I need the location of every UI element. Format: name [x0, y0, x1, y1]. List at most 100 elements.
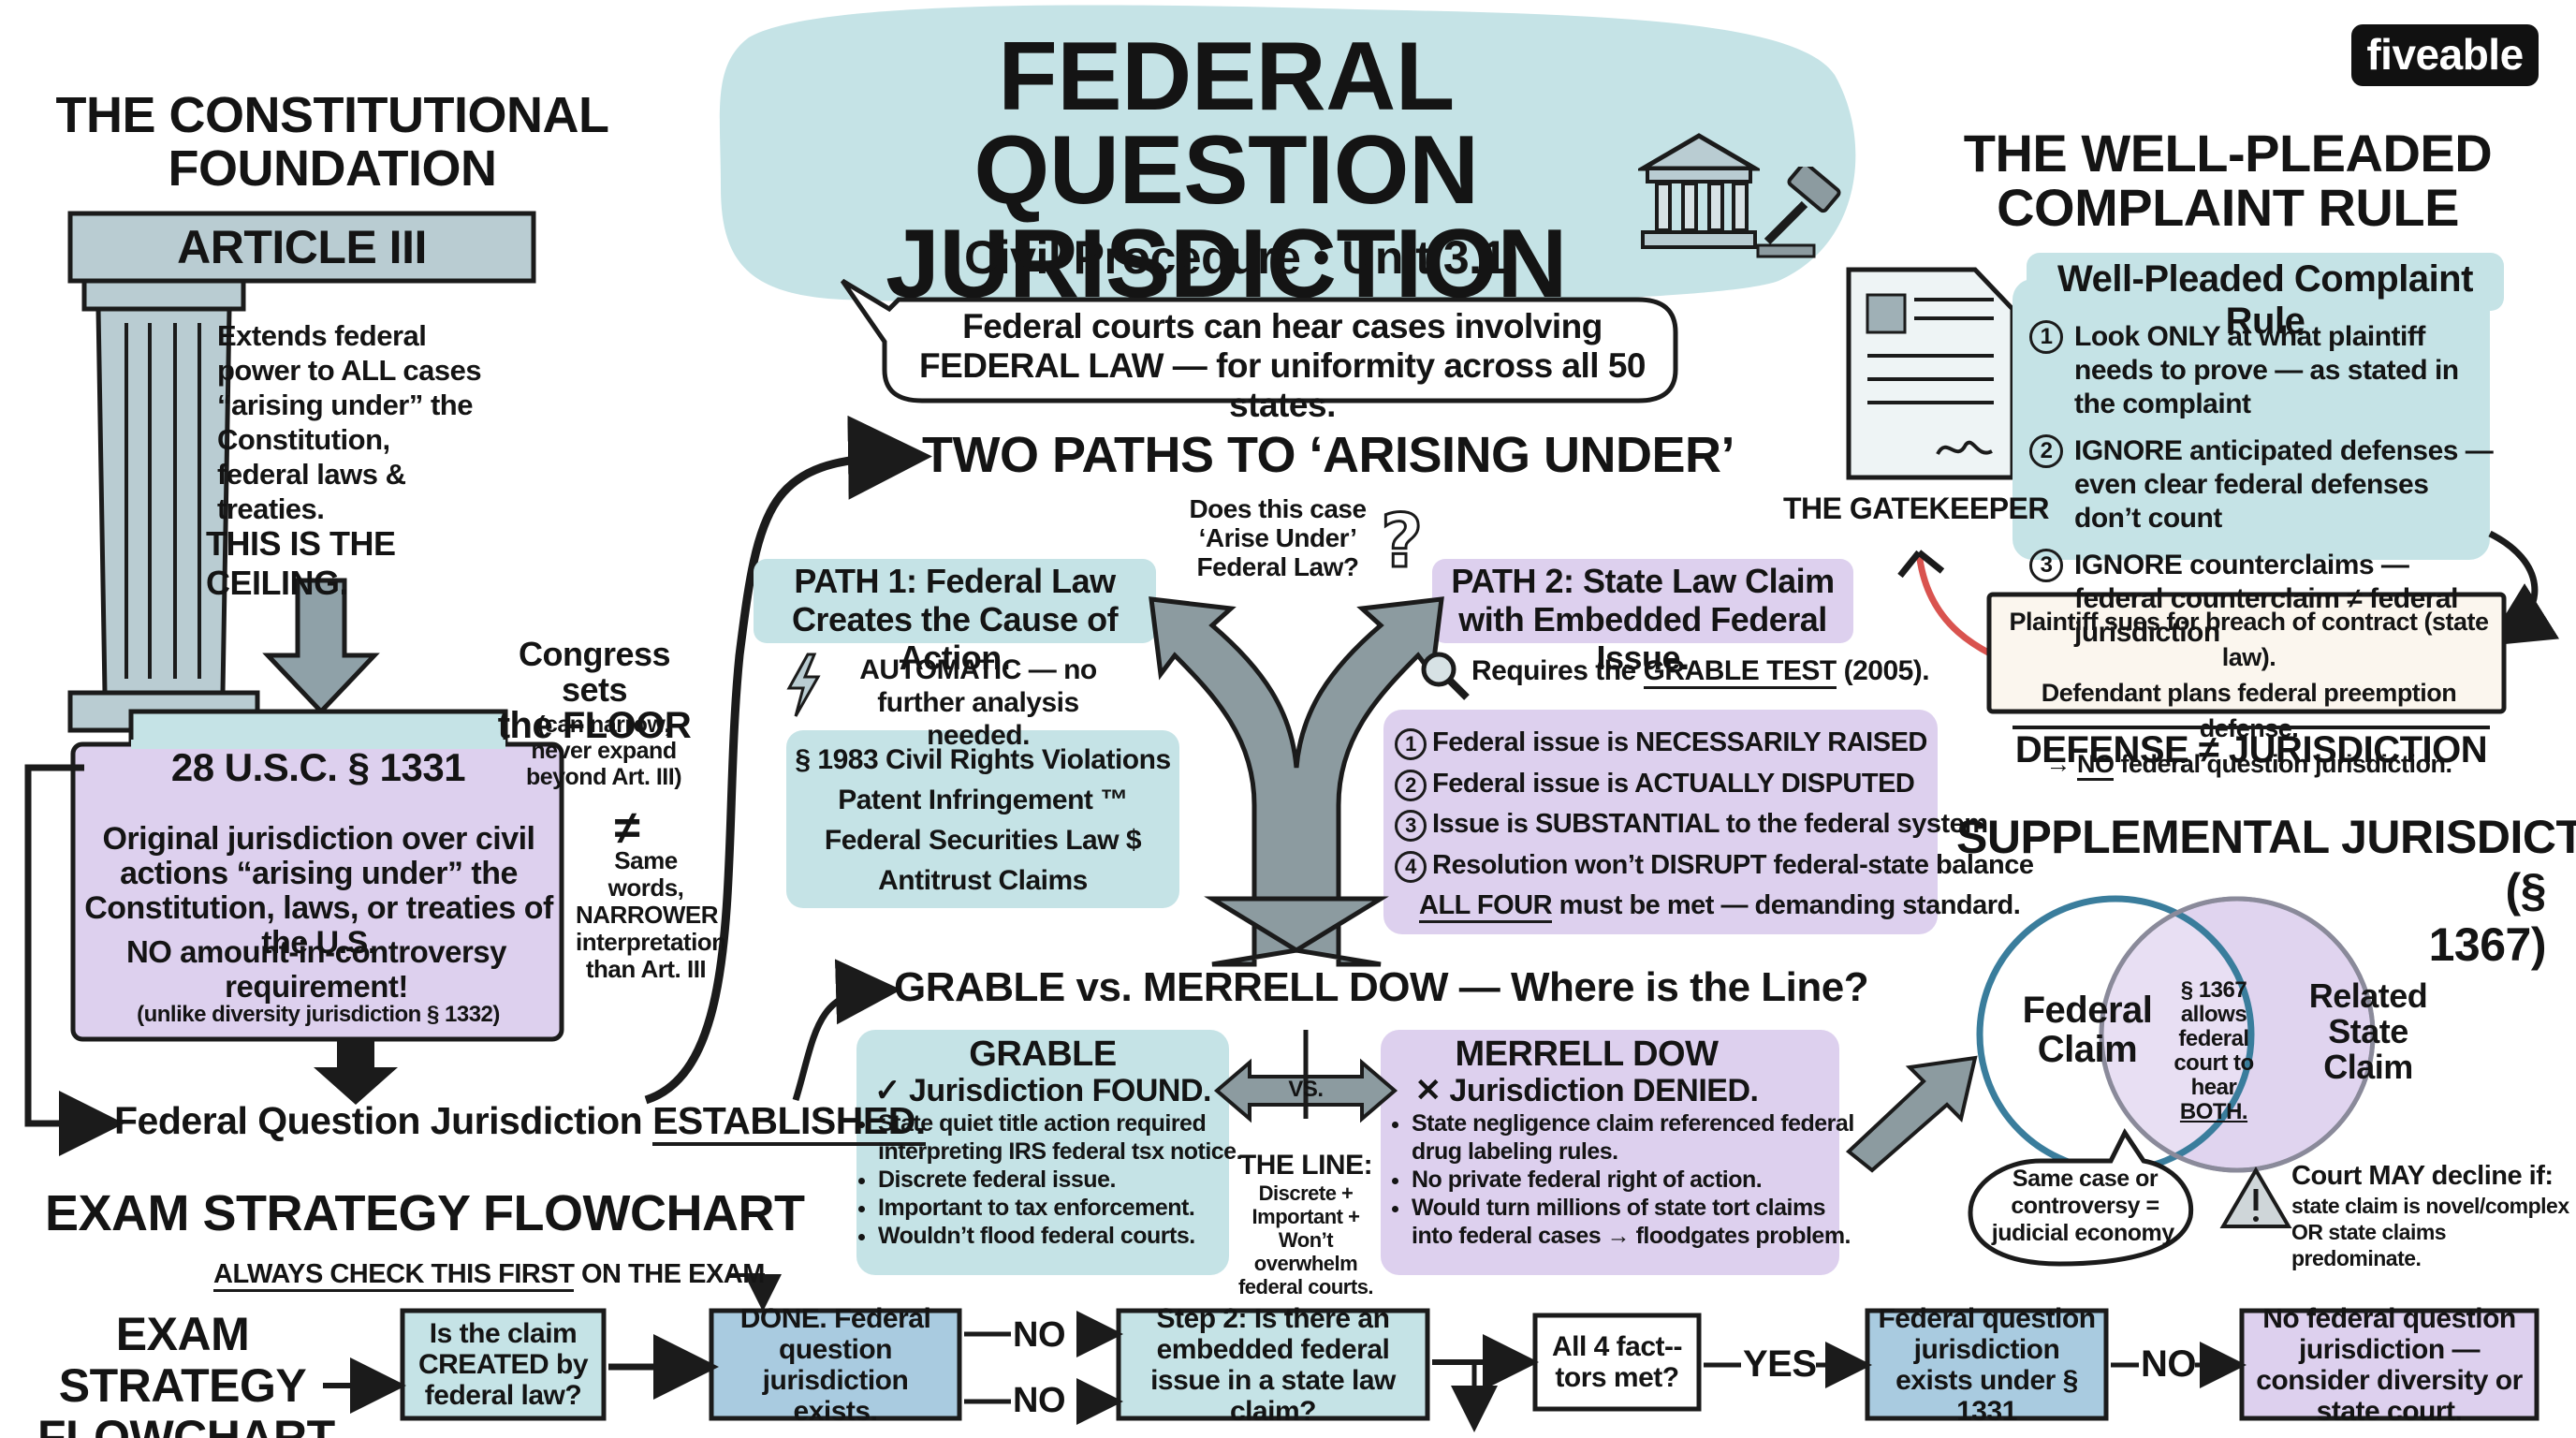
ceiling-arrow: [262, 578, 380, 715]
ceiling-text: THIS IS THE CEILING.: [206, 524, 396, 602]
example-line-1: Plaintiff sues for breach of contract (s…: [2009, 608, 2489, 671]
page-subtitle: Civil Procedure • Unit 3.1: [964, 231, 1507, 284]
title-cloud: [719, 5, 1856, 305]
established-word: ESTABLISHED.: [652, 1099, 926, 1146]
title-line-2: JURISDICTION: [886, 210, 1567, 318]
federal-claim-label: Federal Claim: [2022, 990, 2153, 1070]
the-line-title: THE LINE:: [1238, 1150, 1373, 1181]
factor-2-num: 2: [1395, 769, 1427, 801]
factor-1-text: Federal issue is NECESSARILY RAISED: [1432, 727, 1927, 757]
path-1-automatic: AUTOMATIC — no further analysis needed.: [859, 654, 1097, 751]
merrell-point: State negligence claim referenced federa…: [1412, 1109, 1866, 1166]
decline-title: Court MAY decline if:: [2291, 1161, 2554, 1191]
flow-node-done[interactable]: DONE. Federal question jurisdiction exis…: [739, 1302, 931, 1427]
rule-1-num: 1: [2029, 320, 2063, 354]
well-pleaded-heading-line-2: COMPLAINT RULE: [1997, 178, 2459, 237]
grable-point: Discrete federal issue.: [878, 1166, 1257, 1194]
header-speech-text: Federal courts can hear cases involving …: [918, 307, 1647, 424]
statute-label: 28 U.S.C. § 1331: [170, 745, 466, 789]
well-pleaded-rules: 1 Look ONLY at what plaintiff needs to p…: [2029, 320, 2497, 650]
factor-1-num: 1: [1395, 728, 1427, 760]
overlap-both: BOTH.: [2179, 1099, 2248, 1124]
no-amount-requirement: NO amount-in-controversy requirement!: [125, 934, 507, 1004]
merrell-points: State negligence claim referenced federa…: [1383, 1109, 1866, 1250]
flowchart-row-label: EXAM STRATEGY FLOWCHART: [37, 1308, 335, 1438]
established-prefix: Federal Question Jurisdiction: [114, 1099, 643, 1142]
flow-node-no-federal-question[interactable]: No federal question jurisdiction — consi…: [2256, 1302, 2523, 1427]
court-may-decline: Court MAY decline if: state claim is nov…: [2291, 1159, 2572, 1271]
merrell-point: Would turn millions of state tort claims…: [1412, 1194, 1866, 1250]
well-pleaded-box-title: Well-Pleaded Complaint Rule: [2057, 258, 2473, 342]
rule-1: 1 Look ONLY at what plaintiff needs to p…: [2029, 320, 2497, 421]
not-equal-symbol: ≠: [614, 801, 640, 854]
magnifier-icon: [1418, 649, 1471, 701]
rule-3: 3 IGNORE counterclaims — federal counter…: [2029, 549, 2497, 650]
decline-text: state claim is novel/complex OR state cl…: [2291, 1194, 2569, 1270]
example-arrow: →: [2045, 750, 2071, 778]
congress-line-1: Congress sets: [518, 635, 671, 709]
venn-diagram: [1976, 895, 2376, 1174]
path-2-title-line-1: PATH 2: State Law Claim: [1451, 562, 1835, 600]
path-1-examples: § 1983 Civil Rights Violations Patent In…: [786, 740, 1179, 901]
grable-title: GRABLE: [969, 1034, 1117, 1074]
the-line-text: Discrete + Important + Won’t overwhelm f…: [1237, 1181, 1374, 1299]
constitution-heading: THE CONSTITUTIONAL FOUNDATION: [37, 89, 627, 196]
grable-point: Important to tax enforcement.: [878, 1194, 1257, 1222]
path-1-title-line-2: Creates the Cause of Action.: [791, 600, 1119, 677]
brand-logo[interactable]: fiveable: [2351, 24, 2539, 86]
path-1-title: PATH 1: Federal Law Creates the Cause of…: [754, 562, 1156, 677]
svg-text:?: ?: [1381, 500, 1423, 584]
example-no: NO: [2076, 750, 2115, 781]
grable-points: State quiet title action required interp…: [850, 1109, 1257, 1250]
rule-2-text: IGNORE anticipated defenses — even clear…: [2074, 435, 2494, 534]
rule-1-text: Look ONLY at what plaintiff needs to pro…: [2074, 321, 2459, 419]
well-pleaded-heading-line-1: THE WELL-PLEADED: [1963, 124, 2493, 183]
statute-text: Original jurisdiction over civil actions…: [84, 821, 553, 961]
always-prefix: ALWAYS CHECK THIS FIRST: [213, 1259, 575, 1292]
always-check-note: ALWAYS CHECK THIS FIRST ON THE EXAM: [213, 1259, 765, 1292]
requires-term: GRABLE TEST: [1643, 655, 1837, 689]
warning-icon: [2219, 1167, 2292, 1228]
unlike-diversity: (unlike diversity jurisdiction § 1332): [137, 1002, 500, 1027]
document-icon: [1846, 267, 2015, 480]
two-paths-heading: TWO PATHS TO ‘ARISING UNDER’: [922, 427, 1735, 483]
all-four-note: ALL FOUR must be met — demanding standar…: [1395, 886, 2021, 927]
defense-example: Plaintiff sues for breach of contract (s…: [1994, 604, 2504, 782]
all-four-term: ALL FOUR: [1419, 890, 1553, 923]
flow-node-jurisdiction-exists[interactable]: Federal question jurisdiction exists und…: [1878, 1302, 2096, 1427]
example-line-2: Defendant plans federal preemption defen…: [2041, 679, 2457, 742]
fork-arrow: [1149, 596, 1444, 967]
grable-merrell-heading: GRABLE vs. MERRELL DOW — Where is the Li…: [894, 964, 1869, 1010]
row-label-line-1: EXAM STRATEGY: [58, 1308, 307, 1412]
congress-paren: (can narrow, never expand beyond Art. II…: [525, 712, 682, 790]
merrell-point: No private federal right of action.: [1412, 1166, 1866, 1194]
supplemental-section: (§ 1367): [2428, 864, 2547, 971]
flow-node-step-2[interactable]: Step 2: Is there an embedded federal iss…: [1150, 1302, 1396, 1427]
speech-bubble: [840, 278, 1678, 404]
gatekeeper-label: THE GATEKEEPER: [1783, 492, 2050, 525]
lightning-icon: [784, 653, 822, 718]
article-iii-label: ARTICLE III: [177, 221, 427, 273]
flow-yes-label: YES: [1743, 1343, 1817, 1385]
flow-no-label-top: NO: [1013, 1315, 1066, 1355]
path-1-title-line-1: PATH 1: Federal Law: [794, 562, 1116, 600]
flow-node-created-by-federal-law[interactable]: Is the claim CREATED by federal law?: [417, 1318, 589, 1411]
constitution-heading-line-1: THE CONSTITUTIONAL: [55, 87, 609, 143]
flow-node-all-4-factors[interactable]: All 4 fact-- tors met?: [1551, 1331, 1683, 1393]
grable-point: State quiet title action required interp…: [878, 1109, 1257, 1166]
page-title: FEDERAL QUESTION JURISDICTION: [758, 28, 1694, 318]
example-rest: federal question jurisdiction.: [2120, 750, 2452, 778]
grable-test-requirement: Requires the GRABLE TEST (2005).: [1471, 655, 1930, 689]
vs-label: VS.: [1288, 1077, 1324, 1102]
supplemental-heading: SUPPLEMENTAL JURISDICTION: [1956, 811, 2576, 863]
all-four-rest: must be met — demanding standard.: [1559, 890, 2021, 920]
arise-under-question: Does this case ‘Arise Under’ Federal Law…: [1189, 494, 1367, 581]
well-pleaded-heading: THE WELL-PLEADED COMPLAINT RULE: [1947, 126, 2509, 235]
pillar-icon: [67, 211, 536, 733]
